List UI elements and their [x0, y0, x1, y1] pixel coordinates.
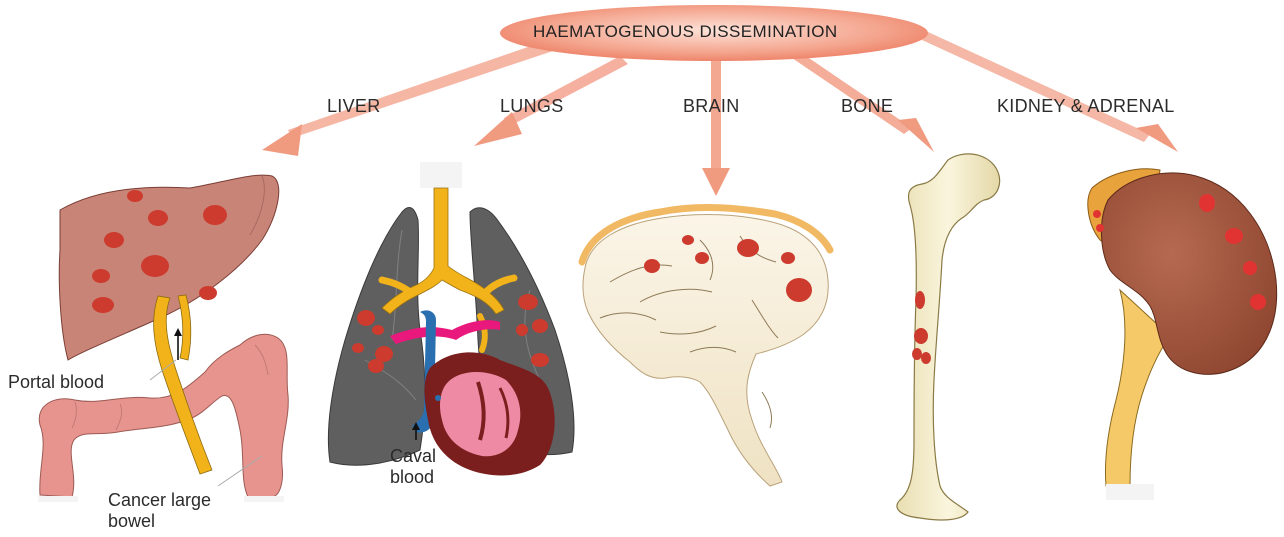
annotation-caval-blood-line1: Caval — [390, 446, 436, 467]
adrenal-metastasis — [1096, 224, 1104, 232]
kidney-metastasis — [1225, 228, 1243, 244]
brain-metastasis — [737, 239, 759, 257]
lung-metastasis — [368, 359, 384, 373]
arrow-to-kidney — [922, 32, 1178, 152]
lung-metastasis — [518, 294, 538, 310]
annotation-cancer-line1: Cancer large — [108, 490, 211, 511]
liver-metastasis — [203, 205, 227, 225]
lungs-illustration — [328, 162, 574, 475]
lung-metastasis — [532, 319, 548, 333]
arrow-to-brain — [702, 60, 730, 196]
organ-label-lungs: LUNGS — [500, 96, 564, 117]
liver-illustration — [38, 175, 288, 502]
liver-metastasis — [141, 255, 169, 277]
kidney-metastasis — [1250, 294, 1266, 310]
liver-metastasis — [199, 286, 217, 300]
annotation-caval-blood-line2: blood — [390, 467, 434, 488]
lung-metastasis — [516, 324, 528, 336]
organ-label-kidney-adrenal: KIDNEY & ADRENAL — [997, 96, 1175, 117]
liver-metastasis — [92, 269, 110, 283]
bone-metastasis — [912, 348, 922, 360]
kidney-illustration — [1088, 169, 1277, 500]
organ-label-bone: BONE — [841, 96, 893, 117]
brain-metastasis — [781, 252, 795, 264]
adrenal-metastasis — [1093, 210, 1101, 218]
brain-illustration — [582, 208, 830, 486]
kidney-metastasis — [1199, 194, 1215, 212]
brain-metastasis — [644, 259, 660, 273]
bone-illustration — [897, 154, 1000, 520]
liver-metastasis — [127, 190, 143, 202]
liver-metastasis — [104, 232, 124, 248]
annotation-portal-blood: Portal blood — [8, 372, 104, 393]
bone-metastasis — [915, 291, 925, 309]
kidney-metastasis — [1243, 261, 1257, 275]
lung-metastasis — [352, 343, 364, 353]
liver-metastasis — [148, 210, 168, 226]
organ-label-liver: LIVER — [327, 96, 381, 117]
brain-metastasis — [682, 235, 694, 245]
lung-metastasis — [372, 325, 384, 335]
organ-label-brain: BRAIN — [683, 96, 740, 117]
brain-metastasis — [786, 278, 812, 302]
brain-metastasis — [695, 252, 709, 264]
lung-metastasis — [357, 310, 375, 326]
liver — [59, 175, 278, 360]
liver-metastasis — [92, 297, 114, 313]
annotation-cancer-line2: bowel — [108, 511, 155, 532]
lung-metastasis — [531, 353, 549, 367]
diagram-title: HAEMATOGENOUS DISSEMINATION — [533, 22, 838, 42]
femur — [897, 154, 1000, 520]
bone-metastasis — [914, 328, 928, 344]
bone-metastasis — [921, 352, 931, 364]
